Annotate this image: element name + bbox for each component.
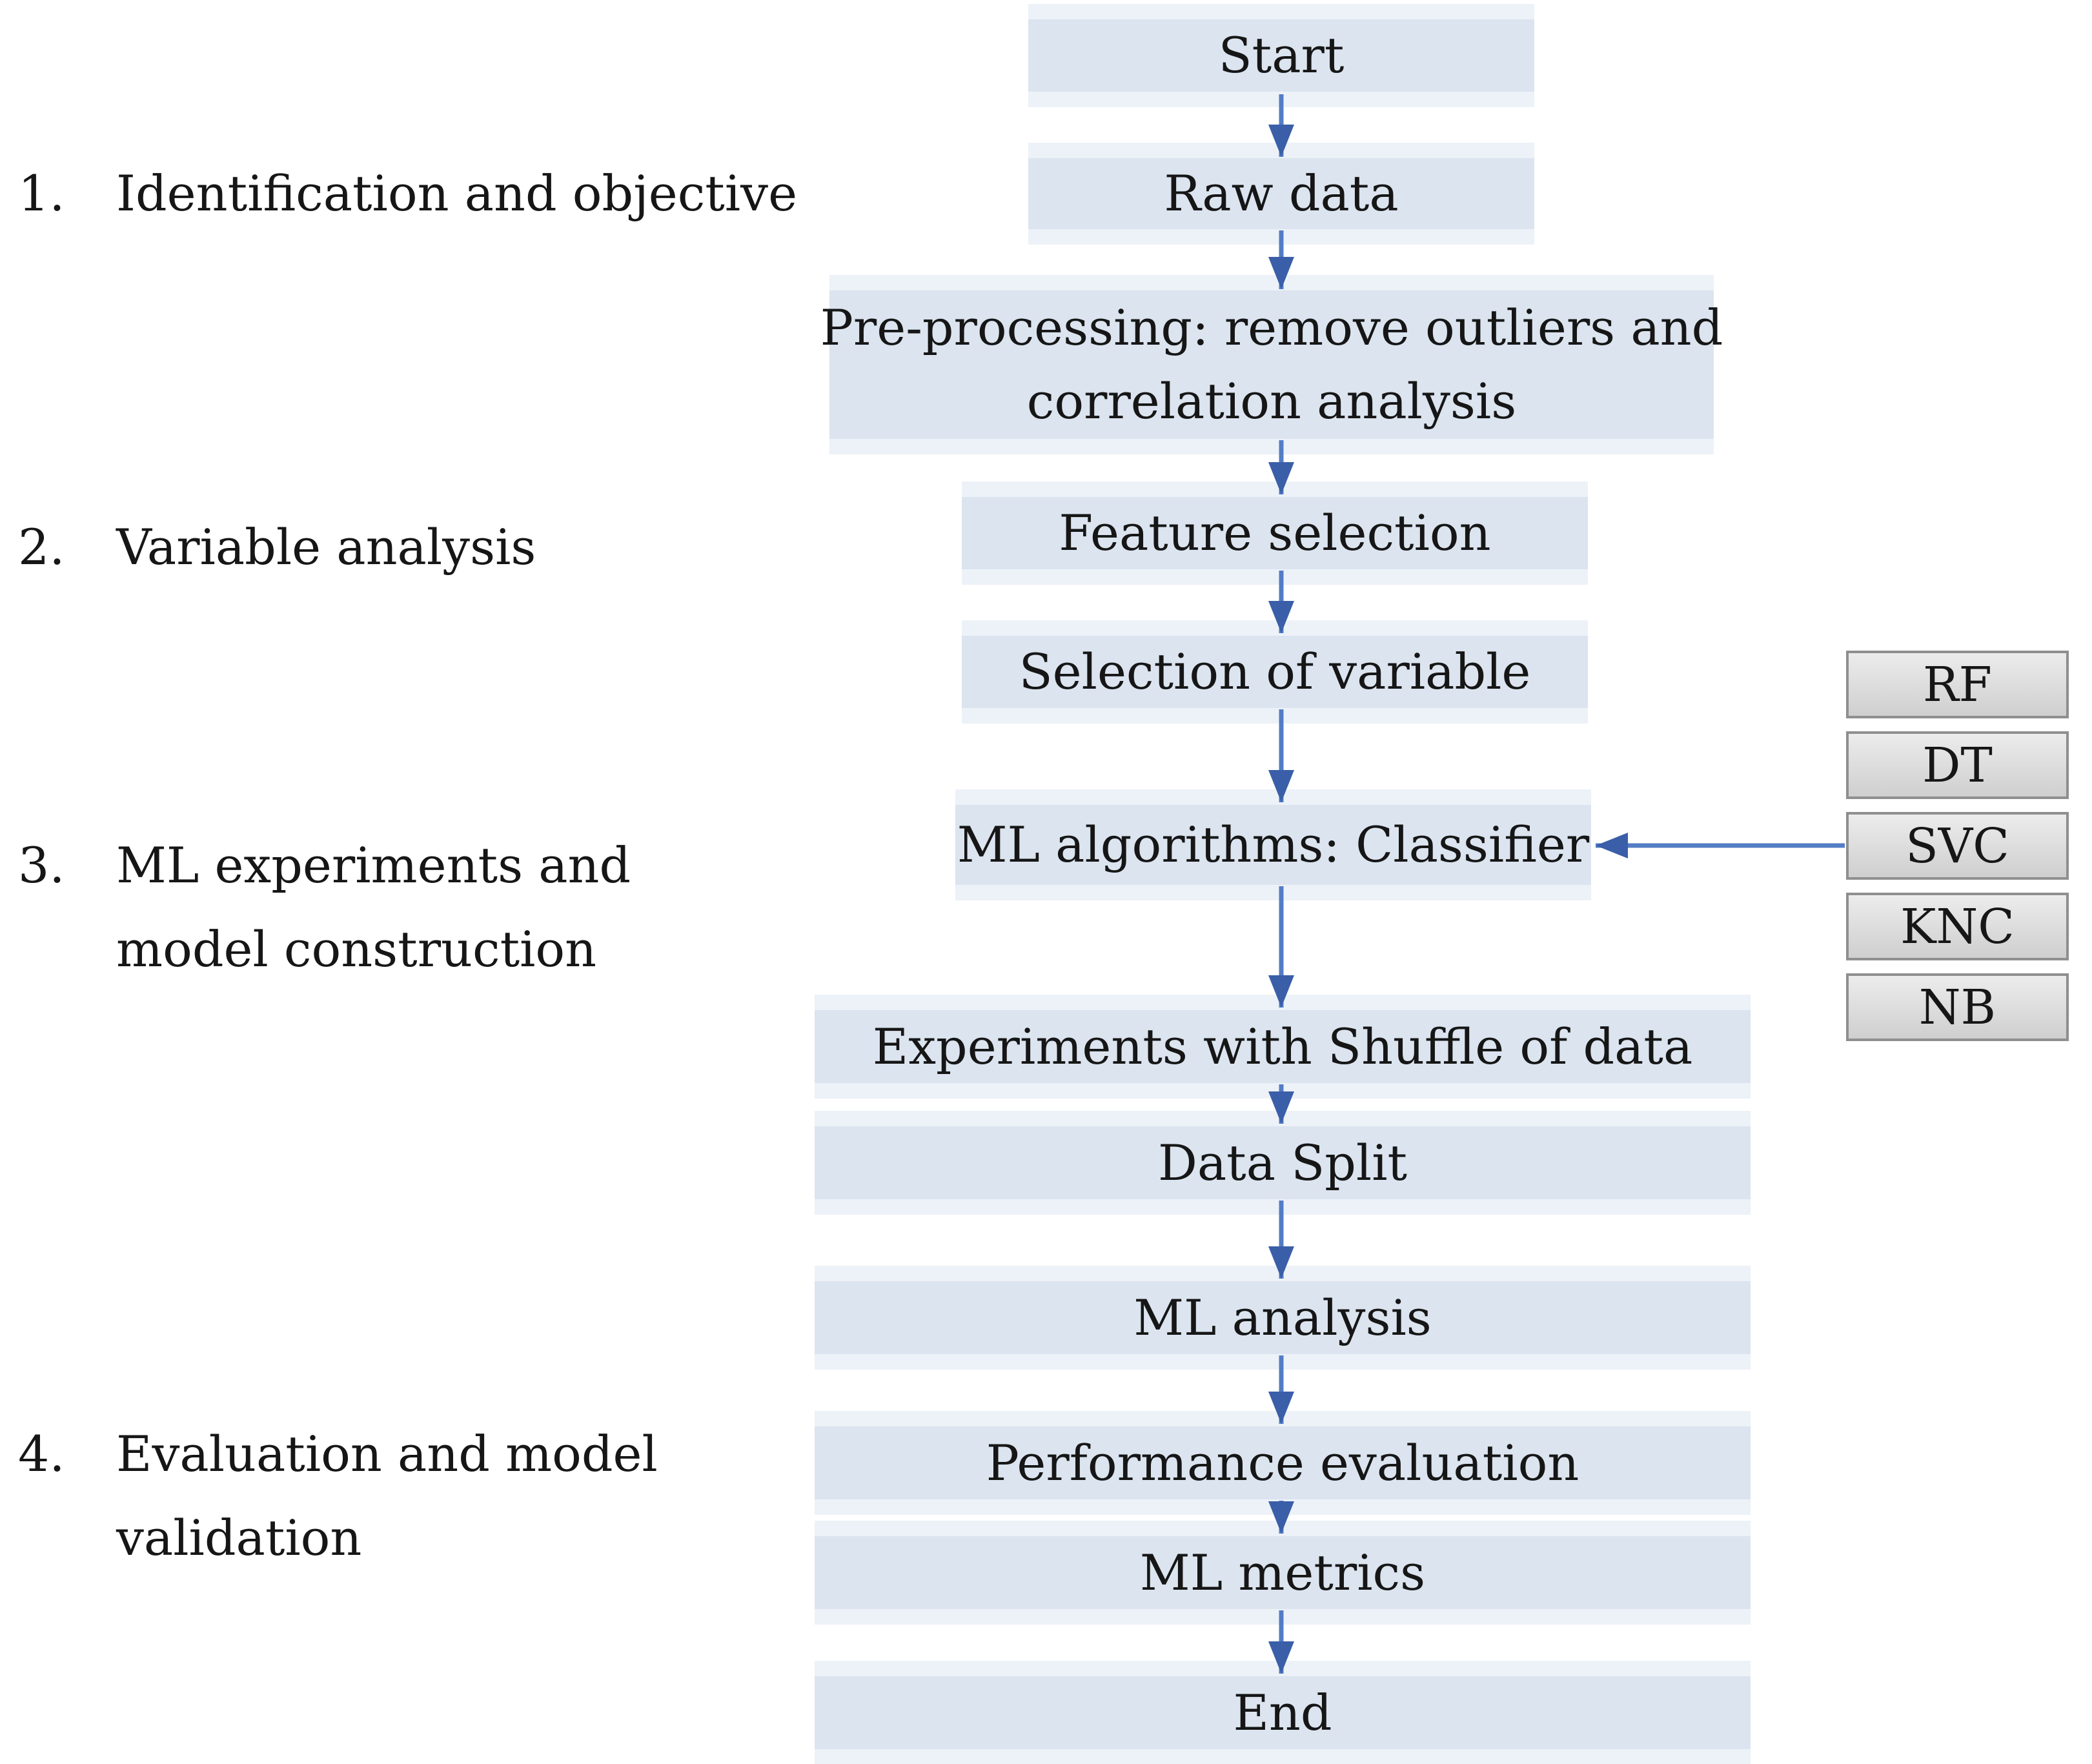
algo-box-knc: KNC [1846, 893, 2069, 960]
step-label: Variable analysis [116, 518, 536, 576]
step-number: 3. [18, 836, 65, 894]
node-performance-evaluation: Performance evaluation [815, 1426, 1751, 1499]
step-item-3: 3. ML experiments and model construction [18, 824, 631, 991]
node-experiments-shuffle: Experiments with Shuffle of data [815, 1010, 1751, 1083]
step-item-2: 2. Variable analysis [18, 505, 536, 589]
node-end: End [815, 1676, 1751, 1749]
step-item-4: 4. Evaluation and model validation [18, 1412, 658, 1580]
node-ml-metrics: ML metrics [815, 1536, 1751, 1609]
node-raw-data: Raw data [1028, 158, 1534, 229]
step-number: 2. [18, 518, 65, 576]
node-feature-selection: Feature selection [962, 497, 1588, 569]
node-ml-analysis: ML analysis [815, 1281, 1751, 1354]
step-label: ML experiments and model construction [116, 836, 631, 978]
step-label: Evaluation and model validation [116, 1425, 658, 1566]
node-start: Start [1028, 19, 1534, 92]
node-selection-of-variable: Selection of variable [962, 636, 1588, 708]
step-item-1: 1. Identification and objective [18, 152, 797, 236]
node-ml-algorithms: ML algorithms: Classifier [955, 805, 1591, 885]
algo-box-svc: SVC [1846, 812, 2069, 880]
algo-box-nb: NB [1846, 973, 2069, 1041]
step-number: 1. [18, 165, 65, 222]
node-pre-processing: Pre-processing: remove outliers and corr… [820, 290, 1723, 439]
algo-box-dt: DT [1846, 731, 2069, 799]
node-data-split: Data Split [815, 1126, 1751, 1199]
step-label: Identification and objective [116, 165, 798, 222]
step-number: 4. [18, 1425, 65, 1483]
algo-box-rf: RF [1846, 651, 2069, 718]
